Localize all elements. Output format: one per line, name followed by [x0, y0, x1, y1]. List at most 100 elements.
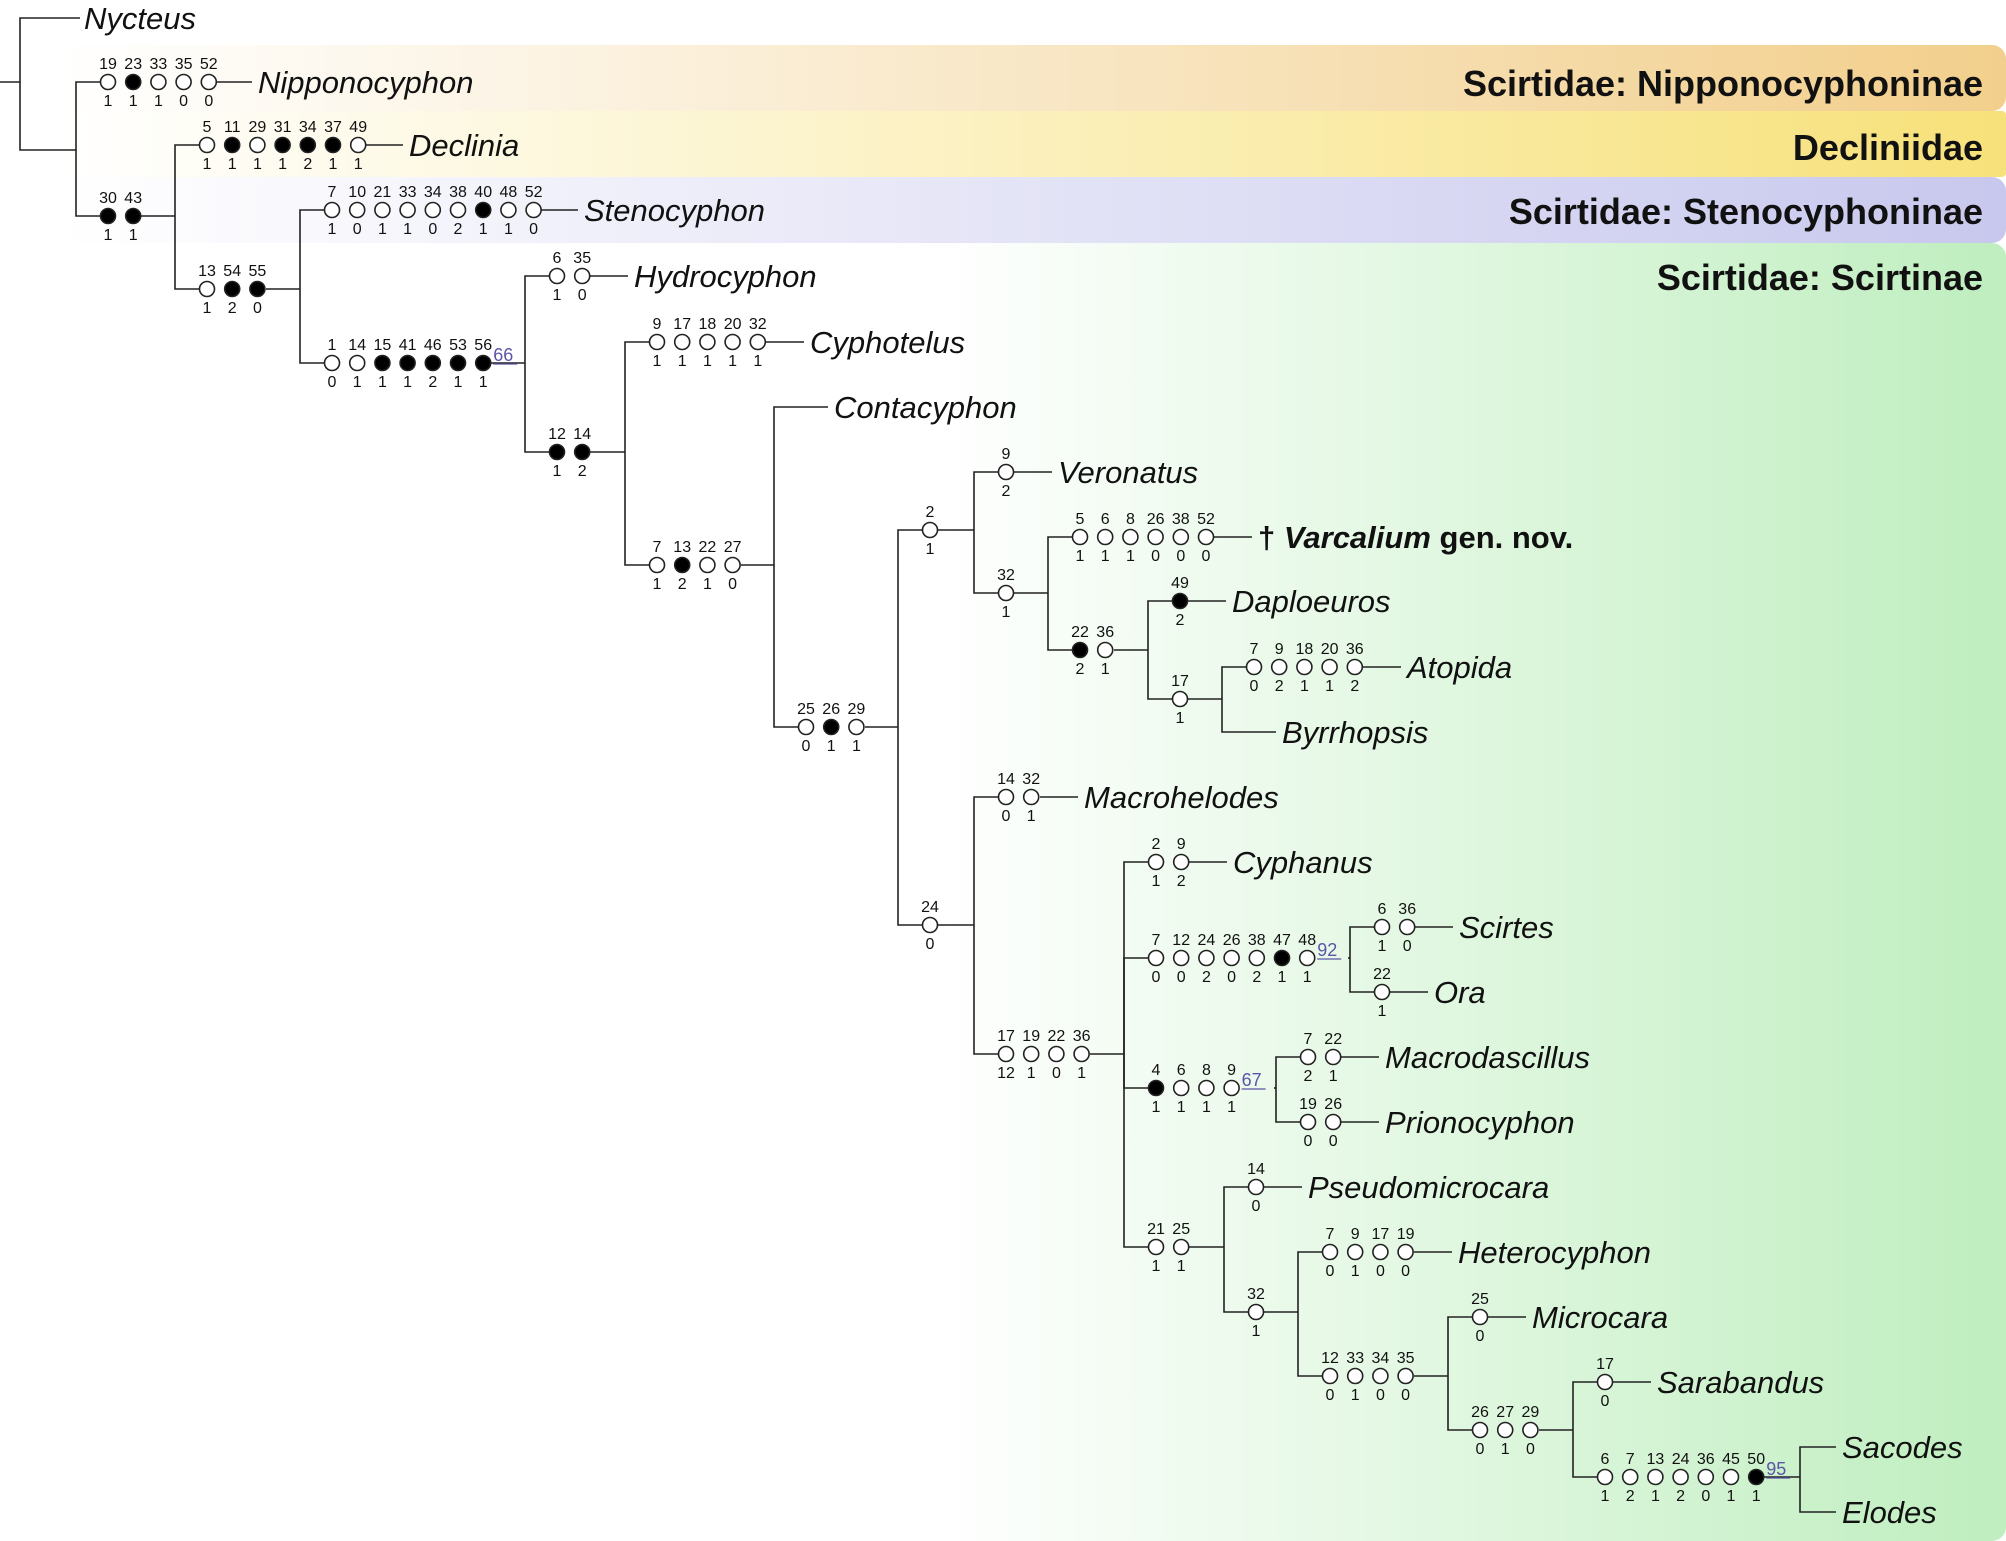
apomorphy-homoplastic-dot	[1198, 949, 1215, 967]
apomorphy-homoplastic-dot	[699, 333, 716, 351]
character-number: 26	[1324, 1096, 1342, 1113]
apomorphy-unique-dot	[223, 136, 241, 154]
branch	[1799, 1446, 1836, 1477]
apomorphy-homoplastic-dot	[1596, 1468, 1614, 1486]
character-number: 12	[548, 426, 566, 443]
character-number: 22	[1373, 966, 1391, 983]
character-state: 2	[1252, 969, 1261, 986]
character-number: 18	[1296, 641, 1314, 658]
character-number: 7	[653, 539, 662, 556]
character-state: 0	[1177, 969, 1186, 986]
band-scirtinae	[60, 243, 2006, 1541]
character-state: 1	[228, 156, 237, 173]
character-state: 0	[428, 221, 437, 238]
apomorphy-homoplastic-dot	[724, 556, 741, 574]
character-state: 1	[253, 156, 262, 173]
support-value: 66	[493, 345, 513, 365]
apomorphy-homoplastic-dot	[1321, 1367, 1339, 1385]
apomorphy-homoplastic-dot	[797, 718, 815, 736]
character-state: 0	[1701, 1488, 1710, 1505]
character-state: 2	[428, 374, 437, 391]
character-state: 0	[1304, 1133, 1313, 1150]
apomorphy-homoplastic-dot	[1299, 1113, 1317, 1131]
character-number: 14	[1247, 1161, 1265, 1178]
character-number: 29	[249, 119, 267, 136]
character-number: 29	[1522, 1404, 1540, 1421]
apomorphy-homoplastic-dot	[1321, 658, 1338, 676]
branch	[1123, 1054, 1148, 1248]
apomorphy-homoplastic-dot	[1172, 949, 1190, 967]
taxon-suffix: gen. nov.	[1431, 520, 1573, 555]
character-number: 32	[1022, 771, 1040, 788]
characters-sarab: 170	[1596, 1356, 1614, 1410]
taxon-macrohelodes: Macrohelodes	[1084, 780, 1279, 815]
apomorphy-homoplastic-dot	[1048, 1045, 1065, 1063]
character-number: 6	[1601, 1451, 1610, 1468]
apomorphy-unique-dot	[673, 556, 691, 574]
character-number: 45	[1722, 1451, 1740, 1468]
clade-label-scirtinae: Scirtidae: Scirtinae	[1657, 257, 1983, 298]
apomorphy-unique-dot	[124, 207, 142, 225]
character-state: 1	[1027, 808, 1036, 825]
character-state: 1	[1077, 1065, 1086, 1082]
character-number: 17	[997, 1028, 1015, 1045]
apomorphy-homoplastic-dot	[1621, 1468, 1639, 1486]
character-number: 23	[124, 56, 142, 73]
character-number: 26	[1147, 511, 1165, 528]
character-number: 55	[249, 263, 267, 280]
apomorphy-homoplastic-dot	[1372, 1243, 1389, 1261]
character-state: 1	[1378, 938, 1387, 955]
character-number: 49	[349, 119, 367, 136]
character-number: 32	[997, 567, 1015, 584]
character-number: 52	[200, 56, 218, 73]
character-state: 0	[1250, 678, 1259, 695]
apomorphy-homoplastic-dot	[1122, 528, 1139, 546]
branch	[973, 530, 998, 594]
character-number: 26	[1223, 932, 1241, 949]
character-state: 1	[1303, 969, 1312, 986]
character-number: 19	[1022, 1028, 1040, 1045]
character-number: 21	[1147, 1221, 1165, 1238]
character-number: 22	[1324, 1031, 1342, 1048]
apomorphy-homoplastic-dot	[1073, 1045, 1090, 1063]
character-state: 1	[278, 156, 287, 173]
character-state: 1	[154, 93, 163, 110]
character-state: 1	[1101, 661, 1110, 678]
character-state: 1	[378, 221, 387, 238]
apomorphy-homoplastic-dot	[1147, 1238, 1165, 1256]
character-state: 1	[926, 541, 935, 558]
character-state: 0	[1227, 969, 1236, 986]
character-state: 1	[1002, 604, 1011, 621]
branch	[75, 150, 100, 217]
character-state: 0	[1401, 1263, 1410, 1280]
character-state: 0	[802, 738, 811, 755]
apomorphy-homoplastic-dot	[1223, 1079, 1240, 1097]
taxon-veronatus: Veronatus	[1058, 455, 1198, 490]
apomorphy-homoplastic-dot	[1722, 1468, 1740, 1486]
character-state: 1	[354, 156, 363, 173]
character-number: 8	[1202, 1062, 1211, 1079]
character-number: 7	[328, 184, 337, 201]
support-value: 67	[1242, 1070, 1262, 1090]
branch	[973, 796, 998, 925]
character-state: 1	[203, 300, 212, 317]
apomorphy-homoplastic-dot	[1324, 1048, 1342, 1066]
character-number: 21	[374, 184, 392, 201]
character-state: 2	[1626, 1488, 1635, 1505]
apomorphy-homoplastic-dot	[1298, 949, 1316, 967]
character-number: 7	[1304, 1031, 1313, 1048]
character-state: 1	[553, 463, 562, 480]
characters-ora: 221	[1373, 966, 1391, 1020]
taxon-nipponocyphon: Nipponocyphon	[258, 65, 473, 100]
character-state: 1	[403, 374, 412, 391]
branch	[1349, 958, 1374, 993]
character-number: 7	[1152, 932, 1161, 949]
character-state: 0	[1376, 1387, 1385, 1404]
character-number: 48	[500, 184, 518, 201]
